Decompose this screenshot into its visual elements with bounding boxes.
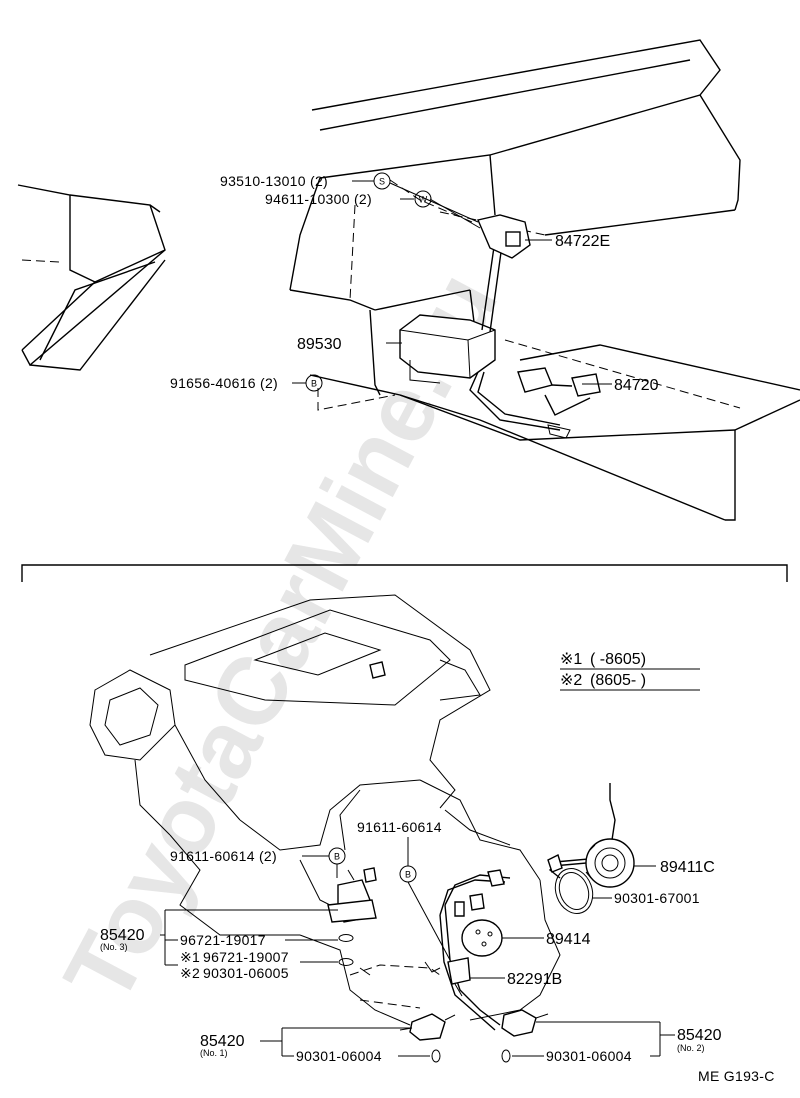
symbol-b-circle-center — [399, 865, 417, 883]
label-89530: 89530 — [297, 336, 342, 353]
label-84722e: 84722E — [555, 233, 610, 250]
label-no3: (No. 3) — [100, 942, 128, 952]
symbol-b-left: B — [334, 852, 340, 862]
symbol-s: S — [379, 177, 385, 187]
legend-range-1: ( -8605) — [590, 651, 646, 668]
symbol-b-circle-left — [328, 847, 346, 865]
label-96721-19017: 96721-19017 — [180, 932, 266, 948]
label-90301-67001: 90301-67001 — [614, 890, 700, 906]
label-91656-40616: 91656-40616 (2) — [170, 375, 278, 391]
symbol-s-circle — [373, 172, 391, 190]
symbol-w-circle — [414, 190, 432, 208]
legend-mark-1: ※1 — [560, 651, 582, 668]
label-96721-19007: 96721-19007 — [203, 949, 289, 965]
section-divider — [21, 564, 788, 582]
symbol-w: W — [419, 195, 428, 205]
label-93510-13010: 93510-13010 (2) — [220, 173, 328, 189]
engine-drawing — [89, 594, 635, 1063]
label-89411c: 89411C — [660, 859, 715, 876]
label-85420-no1: 85420 — [200, 1033, 245, 1050]
label-85420-no2: 85420 — [677, 1027, 722, 1044]
label-no1: (No. 1) — [200, 1048, 228, 1058]
symbol-b-center: B — [405, 870, 411, 880]
legend: ※1 ( -8605) ※2 (8605- ) — [560, 651, 700, 691]
label-90301-06004-left: 90301-06004 — [296, 1048, 382, 1064]
label-89414: 89414 — [546, 931, 591, 948]
label-85420-no3: 85420 — [100, 927, 145, 944]
top-leaders — [292, 180, 612, 385]
diagram-code: ME G193-C — [698, 1068, 775, 1084]
symbol-b-circle-top — [305, 374, 323, 392]
legend-mark-2: ※2 — [560, 672, 582, 689]
top-dashboard-drawing — [17, 39, 800, 521]
mark-1: ※1 — [180, 949, 200, 965]
label-84720: 84720 — [614, 377, 659, 394]
label-91611-60614: 91611-60614 — [357, 819, 442, 835]
legend-range-2: (8605- ) — [590, 672, 646, 689]
label-82291b: 82291B — [507, 971, 562, 988]
label-91611-60614-2: 91611-60614 (2) — [170, 848, 277, 864]
label-94611-10300: 94611-10300 (2) — [265, 191, 372, 207]
bottom-leaders — [160, 837, 675, 1057]
symbol-b-top: B — [311, 379, 317, 389]
label-90301-06005: 90301-06005 — [203, 965, 289, 981]
label-no2: (No. 2) — [677, 1043, 705, 1053]
mark-2: ※2 — [180, 965, 200, 981]
label-90301-06004-right: 90301-06004 — [546, 1048, 632, 1064]
